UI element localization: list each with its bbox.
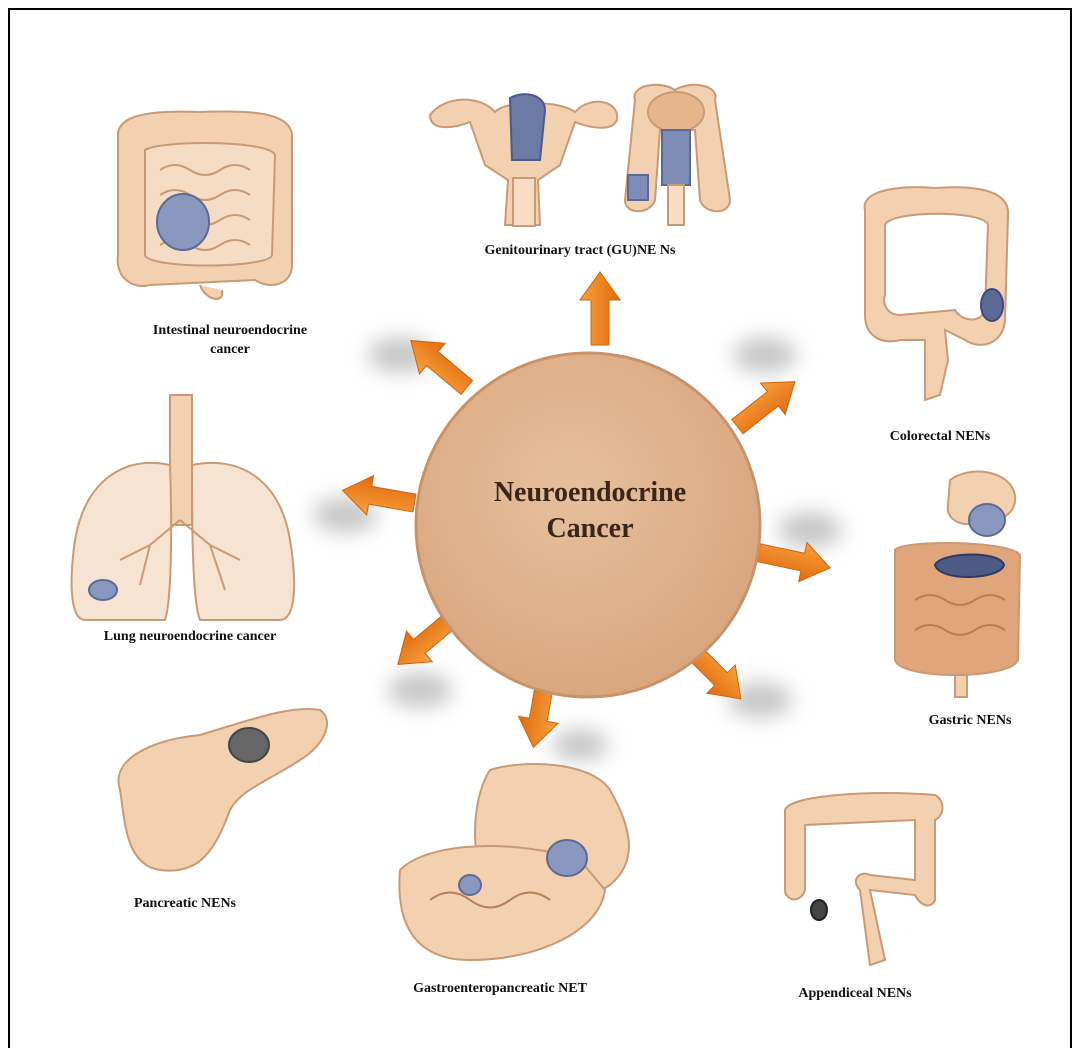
intestine-illustration xyxy=(118,111,292,299)
gep-illustration xyxy=(399,764,629,960)
center-title-line2: Cancer xyxy=(430,511,750,547)
arrow-up xyxy=(580,272,620,345)
arrow-upper-right xyxy=(725,366,807,442)
center-title-line1: Neuroendocrine xyxy=(430,475,750,511)
label-intestinal: Intestinal neuroendocrine cancer xyxy=(100,322,360,360)
center-title: Neuroendocrine Cancer xyxy=(430,475,750,548)
gastric-illustration xyxy=(895,472,1020,697)
lungs-illustration xyxy=(72,395,294,620)
label-appendiceal: Appendiceal NENs xyxy=(770,985,940,1004)
label-intestinal-line2: cancer xyxy=(100,341,360,360)
male-urinary-illustration xyxy=(625,85,730,225)
colorectal-illustration xyxy=(865,187,1009,400)
appendix-illustration xyxy=(785,793,943,965)
label-gastric: Gastric NENs xyxy=(895,712,1045,731)
label-colorectal: Colorectal NENs xyxy=(860,428,1020,447)
label-lung: Lung neuroendocrine cancer xyxy=(65,628,315,647)
label-gep: Gastroenteropancreatic NET xyxy=(370,980,630,999)
label-intestinal-line1: Intestinal neuroendocrine xyxy=(100,322,360,341)
uterus-illustration xyxy=(430,94,617,226)
label-genitourinary: Genitourinary tract (GU)NE Ns xyxy=(440,242,720,261)
pancreas-illustration xyxy=(118,709,327,871)
label-pancreatic: Pancreatic NENs xyxy=(100,895,270,914)
